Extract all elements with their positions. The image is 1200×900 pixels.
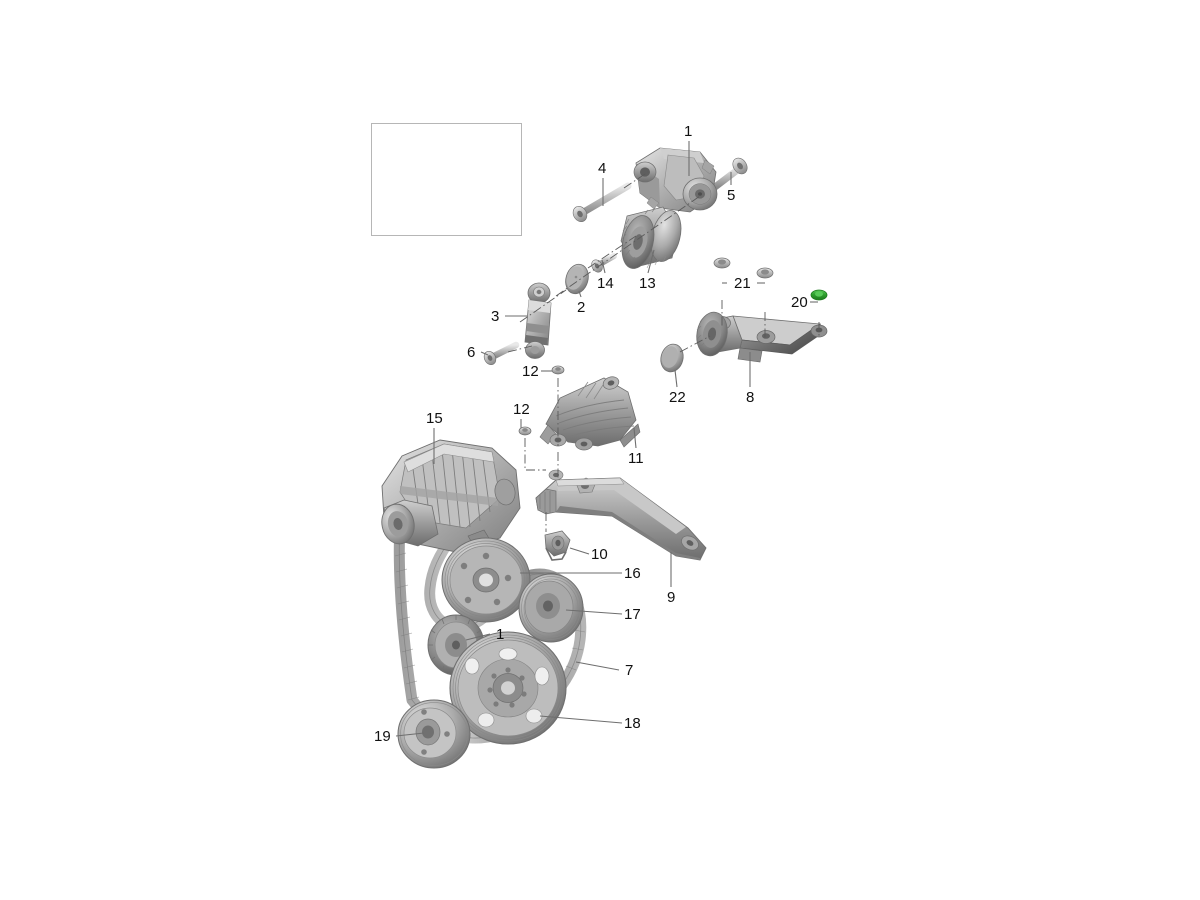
callout-15: 15 [426,410,443,427]
part-9-belt-guard-lower [535,469,707,561]
part-11-belt-cover-upper [539,376,641,451]
callout-12-lower: 12 [513,401,530,418]
part-19-ac-compressor-pulley [397,699,471,769]
part-15-alternator [381,439,521,553]
callout-22: 22 [669,389,686,406]
part-1-belt-tensioner-upper [633,147,718,213]
part-1-belt-tensioner-lower [427,614,485,676]
callout-1-lower: 1 [496,626,505,643]
callout-9: 9 [667,589,676,606]
vehicle-thumbnail-box [371,123,522,236]
part-8-tensioner-bracket [696,311,828,363]
part-6-flat-head-bolt [483,341,520,365]
callout-20: 20 [791,294,808,311]
callout-3: 3 [491,308,500,325]
callout-11: 11 [628,450,644,467]
part-10-retaining-clip [544,530,571,561]
part-22-pulley-cover-cap [660,343,684,373]
part-2-cover-cap-washer [565,263,589,295]
part-5-hex-socket-bolt-short [711,157,748,191]
callout-17: 17 [624,606,641,623]
callout-13: 13 [639,275,656,292]
assembly-axis-lines [507,171,820,532]
callout-leader-lines [395,141,818,737]
part-13-idler-pulley-ribbed [620,206,682,269]
part-17-idler-pulley-smooth [518,573,584,643]
callout-6: 6 [467,344,476,361]
callout-7: 7 [625,662,634,679]
callout-8: 8 [746,389,755,406]
callout-18: 18 [624,715,641,732]
part-3-vibration-damper-strut [524,282,552,359]
callout-14: 14 [597,275,614,292]
callout-19: 19 [374,728,391,745]
callout-5: 5 [727,187,736,204]
part-18-crankshaft-pulley [449,631,567,745]
callout-12-upper: 12 [522,363,539,380]
part-4-hex-socket-bolt-long [572,182,632,222]
callout-2: 2 [577,299,586,316]
callout-4: 4 [598,160,607,177]
callout-21: 21 [734,275,751,292]
callout-1: 1 [684,123,693,140]
callout-10: 10 [591,546,608,563]
callout-16: 16 [624,565,641,582]
part-16-alternator-pulley [441,537,531,623]
